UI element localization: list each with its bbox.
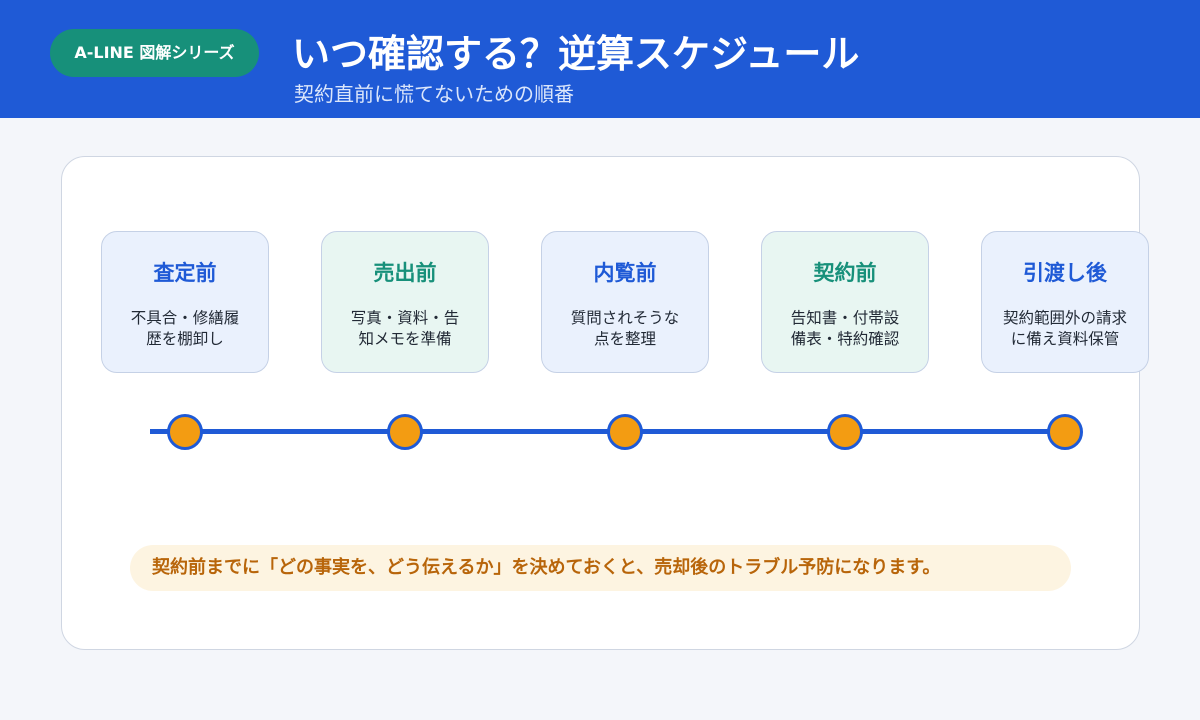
step-card-uridashi: 売出前 写真・資料・告 知メモを準備 bbox=[321, 231, 489, 373]
timeline-dot bbox=[607, 414, 643, 450]
step-description-line: 不具合・修繕履 bbox=[130, 309, 240, 327]
step-description: 写真・資料・告 知メモを準備 bbox=[328, 308, 482, 350]
step-description: 不具合・修繕履 歴を棚卸し bbox=[108, 308, 262, 350]
step-title: 内覧前 bbox=[593, 261, 657, 285]
step-description-line: 知メモを準備 bbox=[358, 330, 452, 348]
series-badge: A-LINE 図解シリーズ bbox=[50, 29, 259, 77]
step-description: 質問されそうな 点を整理 bbox=[548, 308, 702, 350]
step-card-satei: 査定前 不具合・修繕履 歴を棚卸し bbox=[101, 231, 269, 373]
step-description-line: 写真・資料・告 bbox=[350, 309, 460, 327]
step-description-line: 歴を棚卸し bbox=[146, 330, 224, 348]
step-card-hikiwatashi: 引渡し後 契約範囲外の請求 に備え資料保管 bbox=[981, 231, 1149, 373]
summary-note: 契約前までに「どの事実を、どう伝えるか」を決めておくと、売却後のトラブル予防にな… bbox=[130, 545, 1071, 591]
step-description: 契約範囲外の請求 に備え資料保管 bbox=[988, 308, 1142, 350]
page-title: いつ確認する？逆算スケジュール bbox=[292, 32, 860, 76]
step-description-line: 質問されそうな bbox=[570, 309, 680, 327]
step-description-line: 契約範囲外の請求 bbox=[1002, 309, 1127, 327]
step-description-line: 点を整理 bbox=[593, 330, 656, 348]
step-title: 売出前 bbox=[373, 261, 437, 285]
step-description-line: に備え資料保管 bbox=[1010, 330, 1120, 348]
timeline-dot bbox=[387, 414, 423, 450]
step-description-line: 備表・特約確認 bbox=[790, 330, 900, 348]
step-title: 引渡し後 bbox=[1023, 261, 1107, 285]
header-bar: A-LINE 図解シリーズ いつ確認する？逆算スケジュール 契約直前に慌てないた… bbox=[0, 0, 1200, 118]
timeline-dot bbox=[1047, 414, 1083, 450]
page-subtitle: 契約直前に慌てないための順番 bbox=[294, 82, 574, 106]
timeline-dot bbox=[167, 414, 203, 450]
step-card-keiyaku: 契約前 告知書・付帯設 備表・特約確認 bbox=[761, 231, 929, 373]
timeline-dot bbox=[827, 414, 863, 450]
step-card-nairan: 内覧前 質問されそうな 点を整理 bbox=[541, 231, 709, 373]
step-description-line: 告知書・付帯設 bbox=[790, 309, 900, 327]
step-title: 契約前 bbox=[813, 261, 877, 285]
step-title: 査定前 bbox=[153, 261, 217, 285]
step-description: 告知書・付帯設 備表・特約確認 bbox=[768, 308, 922, 350]
